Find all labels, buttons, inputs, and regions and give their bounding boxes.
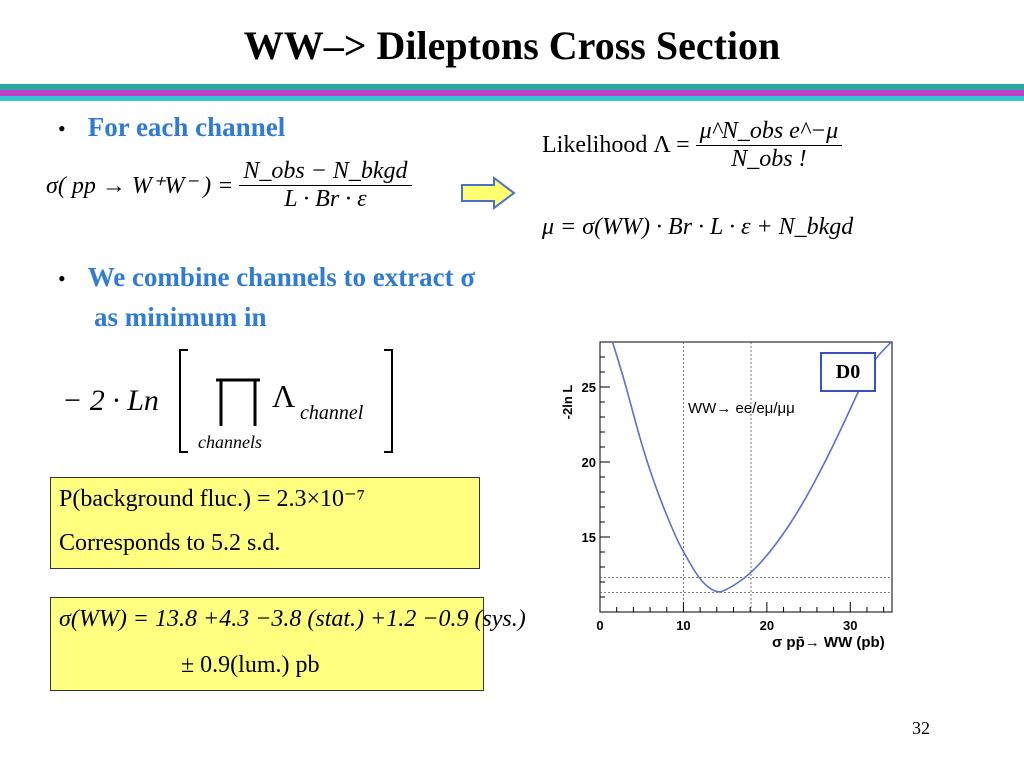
likelihood-numerator: μ^N_obs e^−μ (695, 118, 843, 146)
series-line (611, 341, 892, 593)
x-tick-label: 20 (760, 618, 774, 633)
sigma-fraction: N_obs − N_bkgd L · Br · ε (239, 158, 412, 213)
likelihood-denominator: N_obs ! (731, 146, 807, 172)
page-number: 32 (912, 718, 930, 738)
likelihood-label: Likelihood Λ = (542, 132, 690, 158)
slide-title: WW–> Dileptons Cross Section (243, 23, 781, 68)
cross-section-line-2: ± 0.9(lum.) pb (181, 652, 320, 678)
bullet-1-text: For each channel (87, 112, 286, 142)
mu-equation: μ = σ(WW) · Br · L · ε + N_bkgd (542, 214, 854, 240)
likelihood-chart: 15 20 25 0 10 20 30 -2ln L (560, 341, 893, 633)
bullet-2-line-2: as minimum in (94, 302, 267, 332)
minus-two-ln-text: − 2 · Ln (62, 384, 159, 417)
probability-line-2: Corresponds to 5.2 s.d. (59, 530, 281, 556)
chart-annotation: WW→ ee/eμ/μμ (688, 400, 795, 417)
cross-section-line-1: σ(WW) = 13.8 +4.3 −3.8 (stat.) +1.2 −0.9… (59, 606, 526, 632)
product-subscript: channels (198, 432, 262, 452)
bullet-dot: • (58, 116, 66, 141)
y-axis-label: -2ln L (560, 385, 575, 420)
right-arrow-icon (461, 176, 516, 210)
minus-two-ln: − 2 · Ln (62, 384, 159, 418)
x-tick-label: 0 (596, 618, 603, 633)
bullet-1: • For each channel (58, 112, 285, 143)
sigma-lhs: σ( pp → W⁺W⁻ ) = (46, 173, 234, 199)
sigma-numerator: N_obs − N_bkgd (239, 158, 412, 186)
product-brackets (179, 349, 393, 453)
product-symbol-icon (216, 378, 260, 426)
bullet-2: • We combine channels to extract σ (58, 262, 475, 293)
title-divider-mid (0, 90, 1024, 96)
cross-section-box: σ(WW) = 13.8 +4.3 −3.8 (stat.) +1.2 −0.9… (50, 597, 526, 691)
sigma-denominator: L · Br · ε (284, 186, 367, 212)
y-tick-label: 25 (582, 380, 596, 395)
legend-box: D0 (820, 352, 876, 392)
bullet-dot: • (58, 266, 66, 291)
y-tick-label: 15 (582, 530, 596, 545)
probability-box: P(background fluc.) = 2.3×10⁻⁷ Correspon… (50, 477, 480, 569)
probability-line-1: P(background fluc.) = 2.3×10⁻⁷ (59, 486, 366, 512)
title-divider-top (0, 84, 1024, 90)
sigma-equation: σ( pp → W⁺W⁻ ) = N_obs − N_bkgd L · Br ·… (46, 158, 412, 213)
lambda-subscript: channel (300, 402, 364, 424)
x-tick-label: 30 (843, 618, 857, 633)
title-divider-bottom (0, 96, 1024, 101)
lambda-symbol: Λ (272, 378, 296, 414)
likelihood-fraction: μ^N_obs e^−μ N_obs ! (695, 118, 843, 173)
x-axis-label: σ pp̄→ WW (pb) (772, 634, 885, 651)
likelihood-equation: Likelihood Λ = μ^N_obs e^−μ N_obs ! (542, 118, 843, 173)
y-tick-label: 20 (582, 455, 596, 470)
x-tick-label: 10 (676, 618, 690, 633)
bullet-2-line-1: We combine channels to extract σ (87, 262, 476, 292)
